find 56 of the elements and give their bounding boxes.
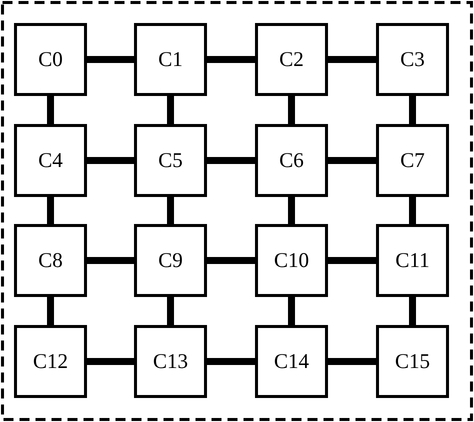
- connector-line: [87, 157, 134, 164]
- node-label: C0: [38, 48, 63, 71]
- connector-line: [207, 257, 255, 264]
- node-label: C7: [400, 149, 425, 172]
- connector-line: [288, 197, 295, 224]
- node-label: C12: [32, 350, 68, 373]
- node-label: C4: [38, 149, 63, 172]
- connector-line: [409, 297, 416, 325]
- connector-line: [47, 96, 54, 124]
- connector-line: [328, 358, 376, 365]
- node-box: [255, 124, 328, 197]
- node-box: [376, 224, 449, 297]
- node-label: C15: [394, 350, 430, 373]
- node-box: [376, 23, 449, 96]
- node-label: C13: [152, 350, 188, 373]
- node-box: [14, 325, 87, 398]
- node-label: C11: [395, 249, 430, 272]
- connector-line: [47, 197, 54, 224]
- connector-line: [288, 297, 295, 325]
- connector-line: [409, 197, 416, 224]
- node-box: [134, 23, 207, 96]
- connector-line: [47, 297, 54, 325]
- node-box: [14, 23, 87, 96]
- connector-line: [87, 257, 134, 264]
- node-box: [134, 224, 207, 297]
- node-label: C5: [158, 149, 183, 172]
- node-box: [255, 325, 328, 398]
- connector-line: [167, 297, 174, 325]
- node-label: C10: [274, 249, 309, 272]
- connector-line: [328, 257, 376, 264]
- node-box: [255, 224, 328, 297]
- connector-line: [87, 56, 134, 63]
- connector-line: [288, 96, 295, 124]
- node-box: [255, 23, 328, 96]
- connector-line: [207, 157, 255, 164]
- node-box: [376, 124, 449, 197]
- node-box: [376, 325, 449, 398]
- node-box: [134, 325, 207, 398]
- connector-line: [328, 157, 376, 164]
- node-label: C8: [38, 249, 63, 272]
- connector-line: [87, 358, 134, 365]
- node-box: [14, 124, 87, 197]
- node-label: C1: [158, 48, 183, 71]
- connector-line: [328, 56, 376, 63]
- node-label: C9: [158, 249, 183, 272]
- connector-line: [167, 197, 174, 224]
- connector-line: [207, 358, 255, 365]
- node-label: C3: [400, 48, 425, 71]
- node-label: C2: [279, 48, 304, 71]
- connector-line: [409, 96, 416, 124]
- node-label: C14: [274, 350, 309, 373]
- connector-line: [167, 96, 174, 124]
- connector-line: [207, 56, 255, 63]
- node-box: [14, 224, 87, 297]
- node-label: C6: [279, 149, 304, 172]
- node-box: [134, 124, 207, 197]
